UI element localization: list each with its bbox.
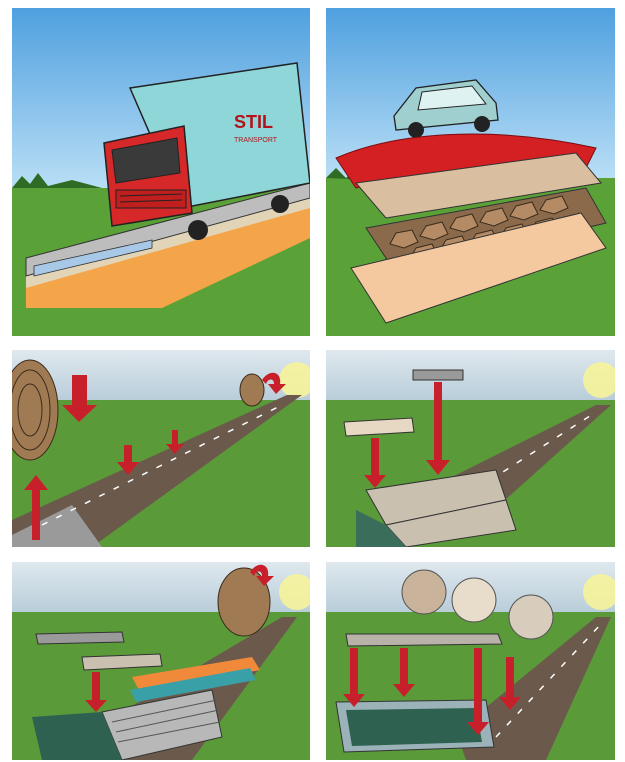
panel-final-assembly	[326, 562, 615, 760]
panel-place-grid-panels	[326, 350, 615, 547]
grid-panels-illustration	[326, 350, 615, 547]
car-layers-illustration	[326, 8, 615, 336]
panel-car-layers	[326, 8, 615, 336]
panel-truck-on-road: STIL TRANSPORT	[12, 8, 310, 336]
panel-roll-out-mat	[12, 350, 310, 547]
panel-layer-with-roll	[12, 562, 310, 760]
roll-mat-illustration	[12, 350, 310, 547]
final-assembly-illustration	[326, 562, 615, 760]
truck-brand: STIL	[234, 112, 273, 132]
truck-subtitle: TRANSPORT	[234, 137, 278, 144]
layer-roll-illustration	[12, 562, 310, 760]
truck-road-illustration: STIL TRANSPORT	[12, 8, 310, 336]
